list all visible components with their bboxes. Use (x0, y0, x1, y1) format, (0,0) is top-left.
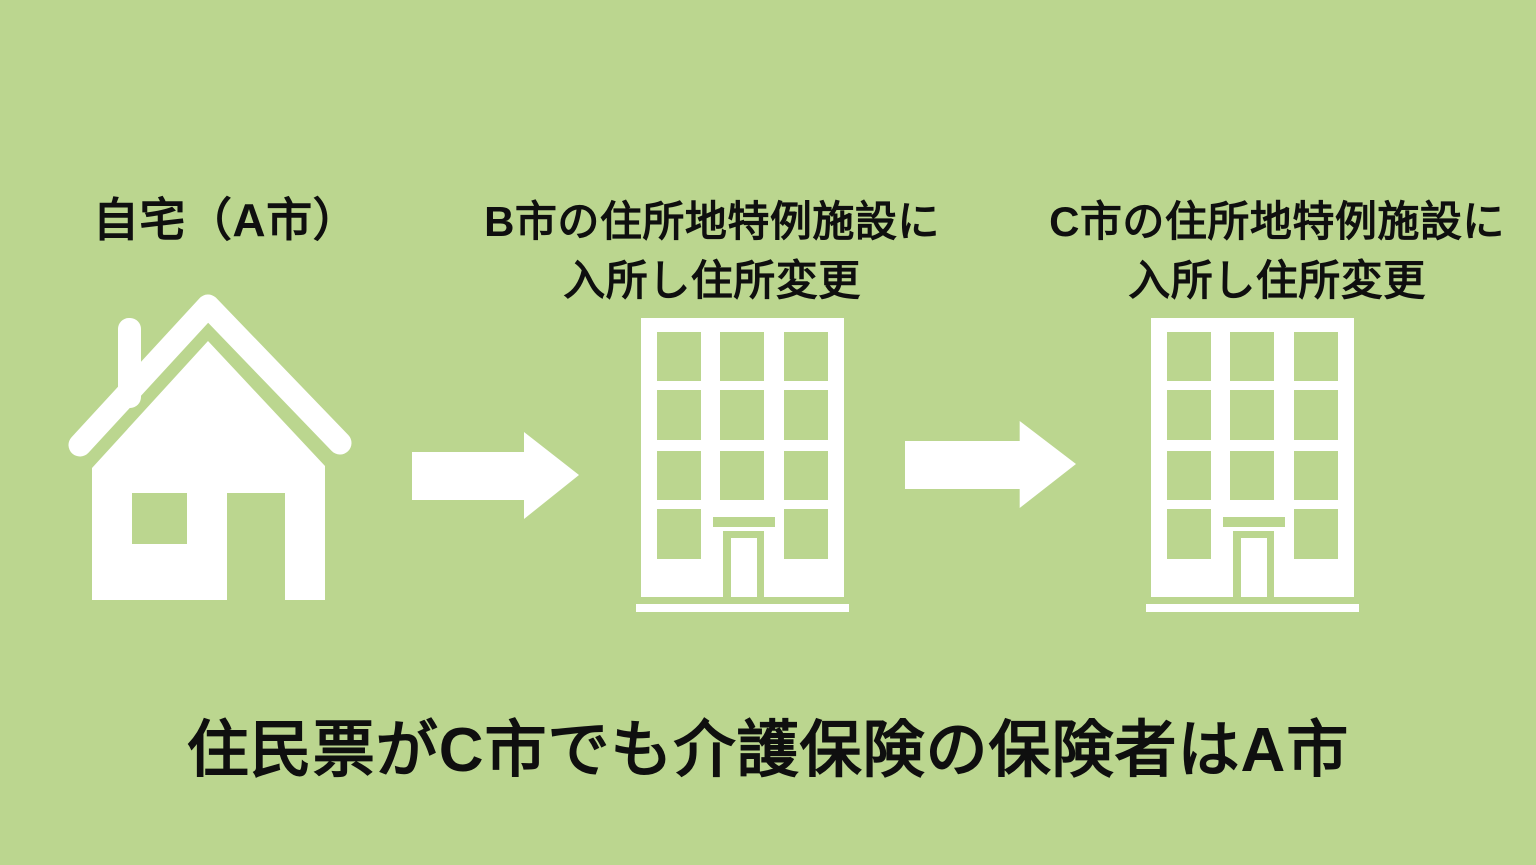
facility-b-label: B市の住所地特例施設に 入所し住所変更 (452, 192, 972, 310)
facility-b-label-line1: B市の住所地特例施設に (484, 198, 940, 245)
building-body (1151, 318, 1354, 597)
building-door (731, 538, 757, 597)
right-arrow-icon (905, 421, 1076, 508)
caption-text: 住民票がC市でも介護保険の保険者はA市 (186, 716, 1350, 785)
building-body (641, 318, 844, 597)
house-body (92, 341, 325, 600)
building-base-line (1146, 604, 1359, 612)
building-base-line (636, 604, 849, 612)
building-icon (636, 318, 849, 612)
facility-b-label-line2: 入所し住所変更 (563, 257, 861, 304)
right-arrow-shape (905, 421, 1076, 508)
building-icon (1146, 318, 1359, 612)
facility-c-label: C市の住所地特例施設に 入所し住所変更 (1017, 192, 1536, 310)
right-arrow-shape (412, 432, 579, 519)
home-label-line1: 自宅（A市） (92, 194, 360, 246)
house-icon (68, 294, 352, 600)
facility-c-label-line1: C市の住所地特例施設に (1049, 198, 1505, 245)
building-door (1241, 538, 1267, 597)
house-roof (68, 294, 352, 457)
facility-c-label-line2: 入所し住所変更 (1128, 257, 1426, 304)
home-label: 自宅（A市） (56, 190, 396, 250)
right-arrow-icon (412, 432, 579, 519)
